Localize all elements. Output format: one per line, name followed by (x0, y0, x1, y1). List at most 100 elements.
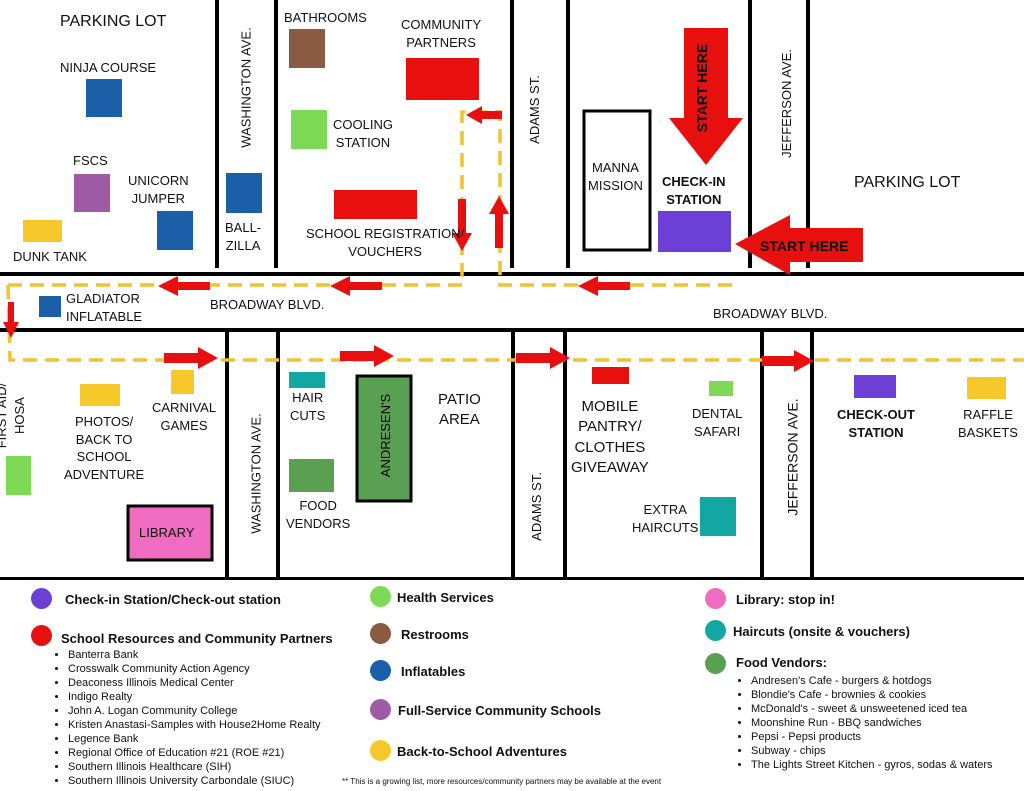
street-lines (0, 0, 1024, 580)
event-map: PARKING LOT NINJA COURSE FSCS UNICORN JU… (0, 0, 1024, 580)
food-vendors-list: Andresen's Cafe - burgers & hotdogsBlond… (735, 674, 993, 772)
andresens-label: ANDRESEN'S (378, 393, 394, 478)
school-partners-list: Banterra BankCrosswalk Community Action … (52, 648, 321, 788)
list-item: Southern Illinois University Carbondale … (68, 774, 321, 788)
cooling-station-label: COOLING STATION (333, 117, 393, 150)
list-item: Pepsi - Pepsi products (751, 730, 993, 744)
list-item: Banterra Bank (68, 648, 321, 662)
school-legend-text: School Resources and Community Partners (61, 631, 333, 646)
raffle-baskets-marker (967, 377, 1006, 399)
list-item: Subway - chips (751, 744, 993, 758)
list-item: Regional Office of Education #21 (ROE #2… (68, 746, 321, 760)
carnival-games-marker (171, 370, 194, 394)
mobile-pantry-label: MOBILE PANTRY/ CLOTHES GIVEAWAY (571, 398, 649, 476)
first-aid-marker (6, 456, 31, 495)
map-legend: Check-in Station/Check-out station Schoo… (0, 580, 1024, 791)
arrow-left-4 (466, 106, 502, 124)
check-out-station-label: CHECK-OUT STATION (837, 407, 915, 440)
dunk-tank-label: DUNK TANK (13, 249, 87, 264)
school-registration-label: SCHOOL REGISTRATION/ VOUCHERS (306, 226, 465, 259)
dunk-tank-marker (23, 220, 62, 242)
food-vendors-label: FOOD VENDORS (286, 498, 351, 531)
check-out-station-marker (854, 375, 896, 398)
ninja-course-label: NINJA COURSE (60, 60, 157, 75)
arrow-left-3 (578, 276, 630, 296)
parking-lot-right-label: PARKING LOT (854, 174, 961, 191)
list-item: Moonshine Run - BBQ sandwiches (751, 716, 993, 730)
mobile-pantry-marker (592, 367, 629, 384)
list-item: Crosswalk Community Action Agency (68, 662, 321, 676)
adams-bottom-label: ADAMS ST. (528, 472, 544, 541)
raffle-baskets-label: RAFFLE BASKETS (958, 407, 1018, 440)
health-legend-text: Health Services (397, 590, 494, 605)
list-item: McDonald's - sweet & unsweetened iced te… (751, 702, 993, 716)
start-here-top-label: START HERE (694, 43, 711, 133)
restroom-legend-text: Restrooms (401, 627, 469, 642)
list-item: Legence Bank (68, 732, 321, 746)
check-in-station-marker (658, 211, 731, 252)
unicorn-jumper-marker (157, 211, 193, 250)
hair-cuts-label: HAIR CUTS (290, 390, 326, 423)
jefferson-bottom-label: JEFFERSON AVE. (784, 398, 801, 516)
check-in-station-label: CHECK-IN STATION (662, 174, 726, 207)
restroom-legend-dot (370, 623, 391, 644)
fullservice-legend-dot (370, 699, 391, 720)
jefferson-top-label: JEFFERSON AVE. (778, 49, 794, 158)
arrow-down-1 (452, 199, 472, 251)
washington-bottom-label: WASHINGTON AVE. (248, 413, 264, 534)
patio-area-label: PATIO AREA (438, 391, 481, 429)
list-item: The Lights Street Kitchen - gyros, sodas… (751, 758, 993, 772)
school-legend-dot (31, 625, 52, 646)
carnival-games-label: CARNIVAL GAMES (152, 400, 217, 433)
washington-top-label: WASHINGTON AVE. (238, 27, 254, 148)
library-label: LIBRARY (139, 525, 195, 540)
library-legend-text: Library: stop in! (736, 592, 835, 607)
library-legend-dot (705, 588, 726, 609)
list-item: Indigo Realty (68, 690, 321, 704)
dental-safari-label: DENTAL SAFARI (692, 406, 743, 439)
parking-lot-left-label: PARKING LOT (60, 13, 167, 30)
fscs-marker (74, 174, 110, 212)
ballzilla-label: BALL- ZILLA (225, 220, 262, 253)
community-partners-marker (406, 58, 479, 100)
backtoschool-legend-dot (370, 740, 391, 761)
bathrooms-label: BATHROOMS (284, 10, 367, 25)
start-arrow-down (669, 28, 743, 165)
fscs-label: FSCS (73, 153, 108, 168)
ninja-course-marker (86, 79, 122, 117)
arrow-right-1 (164, 347, 218, 369)
location-markers (6, 29, 1006, 562)
food-vendors-marker (289, 459, 334, 492)
arrow-down-left (3, 302, 19, 338)
manna-mission-box (582, 109, 652, 252)
arrow-right-4 (762, 350, 814, 372)
start-arrow-left (735, 215, 863, 275)
map-svg (0, 0, 1024, 580)
list-item: John A. Logan Community College (68, 704, 321, 718)
direction-arrows (3, 28, 863, 372)
list-item: Blondie's Cafe - brownies & cookies (751, 688, 993, 702)
dental-safari-marker (709, 381, 733, 396)
unicorn-jumper-label: UNICORN JUMPER (128, 173, 189, 206)
arrow-left-1 (158, 276, 210, 296)
food-legend-dot (705, 653, 726, 674)
cooling-station-marker (291, 110, 327, 149)
photos-marker (80, 384, 120, 406)
first-aid-label: FIRST AID/ HOSA (0, 382, 27, 449)
footnote: ** This is a growing list, more resource… (342, 777, 662, 786)
extra-haircuts-label: EXTRA HAIRCUTS (632, 502, 699, 535)
route-bottom (6, 284, 1024, 362)
arrow-right-2 (340, 345, 394, 367)
food-legend-text: Food Vendors: (736, 655, 827, 670)
manna-mission-label: MANNA MISSION (588, 160, 643, 193)
andresens-marker (355, 374, 413, 503)
haircut-legend-text: Haircuts (onsite & vouchers) (733, 624, 910, 639)
arrow-left-2 (330, 276, 382, 296)
ballzilla-marker (226, 173, 262, 213)
checkin-legend-dot (31, 588, 52, 609)
inflatable-legend-dot (370, 660, 391, 681)
inflatable-legend-text: Inflatables (401, 664, 466, 679)
broadway-right-label: BROADWAY BLVD. (713, 306, 828, 321)
list-item: Deaconess Illinois Medical Center (68, 676, 321, 690)
arrow-up-1 (489, 196, 509, 248)
